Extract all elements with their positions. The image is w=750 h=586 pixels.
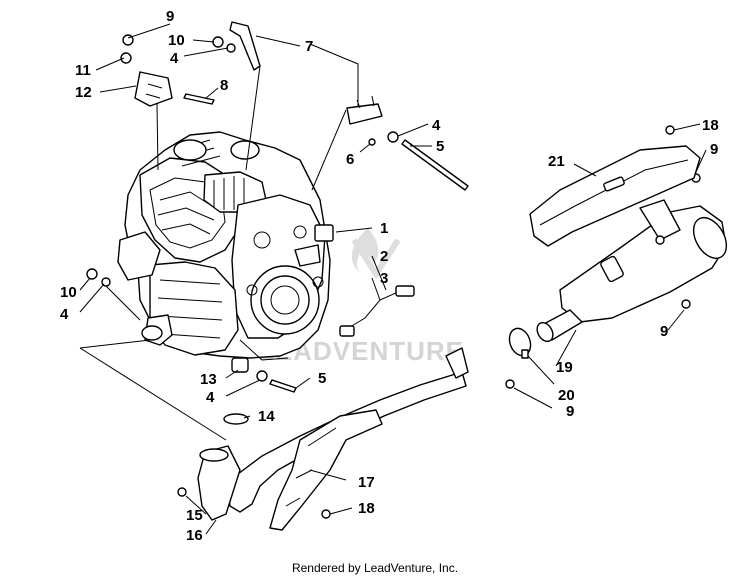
wire-harness <box>339 285 415 337</box>
spacer-icon <box>231 357 249 373</box>
callout-10: 10 <box>168 32 185 49</box>
leader-lines <box>79 23 707 535</box>
callout-9: 9 <box>710 141 718 158</box>
callout-15: 15 <box>186 507 203 524</box>
washer-icon <box>387 131 399 143</box>
bolt-icon <box>269 379 297 393</box>
callout-16: 16 <box>186 527 203 544</box>
callout-6: 6 <box>346 151 354 168</box>
callout-12: 12 <box>75 84 92 101</box>
callout-4: 4 <box>170 50 179 67</box>
callout-17: 17 <box>358 474 375 491</box>
screw-icon <box>368 138 376 146</box>
callout-11: 11 <box>75 62 91 79</box>
callout-3: 3 <box>380 270 388 287</box>
footer-credit: Rendered by LeadVenture, Inc. <box>291 561 459 575</box>
bolt-head-icon <box>505 379 515 389</box>
washer-icon <box>256 370 268 382</box>
callout-20: 20 <box>558 387 575 404</box>
header-pipe <box>197 347 469 521</box>
bolt-icon <box>183 93 215 105</box>
left-mount-bracket <box>134 71 173 107</box>
callout-18: 18 <box>702 117 719 134</box>
callout-9: 9 <box>166 8 174 25</box>
callout-labels: 9 10 7 4 11 12 8 4 5 6 18 21 9 1 2 3 10 … <box>60 8 719 544</box>
bolt-head-icon <box>120 52 132 64</box>
hardware-items <box>86 34 701 519</box>
exhaust-clamp <box>508 327 532 359</box>
nut-icon <box>86 268 98 280</box>
callout-4: 4 <box>60 306 69 323</box>
gasket-icon <box>223 413 249 425</box>
heat-shield <box>529 145 701 247</box>
callout-2: 2 <box>380 248 388 265</box>
long-bolt-icon <box>401 139 469 191</box>
nut-icon <box>212 36 224 48</box>
bolt-head-icon <box>321 509 331 519</box>
watermark-logo-icon <box>351 228 401 280</box>
callout-14: 14 <box>258 408 275 425</box>
callout-8: 8 <box>220 77 228 94</box>
bolt-head-icon <box>681 299 691 309</box>
bolt-head-icon <box>177 487 187 497</box>
callout-21: 21 <box>548 153 565 170</box>
callout-4: 4 <box>432 117 441 134</box>
callout-19: 19 <box>556 359 573 376</box>
muffler <box>536 199 728 343</box>
callout-4: 4 <box>206 389 215 406</box>
callout-9: 9 <box>566 403 574 420</box>
callout-5: 5 <box>318 370 326 387</box>
callout-9: 9 <box>660 323 668 340</box>
lower-heat-shield <box>269 409 383 531</box>
callout-5: 5 <box>436 138 444 155</box>
callout-13: 13 <box>200 371 217 388</box>
callout-1: 1 <box>380 220 388 237</box>
callout-10: 10 <box>60 284 77 301</box>
engine-assembly <box>117 131 334 361</box>
bolt-head-icon <box>665 125 675 135</box>
callout-18: 18 <box>358 500 375 517</box>
engine-mount-bracket <box>229 21 383 125</box>
washer-icon <box>226 43 236 53</box>
callout-7: 7 <box>305 38 313 55</box>
